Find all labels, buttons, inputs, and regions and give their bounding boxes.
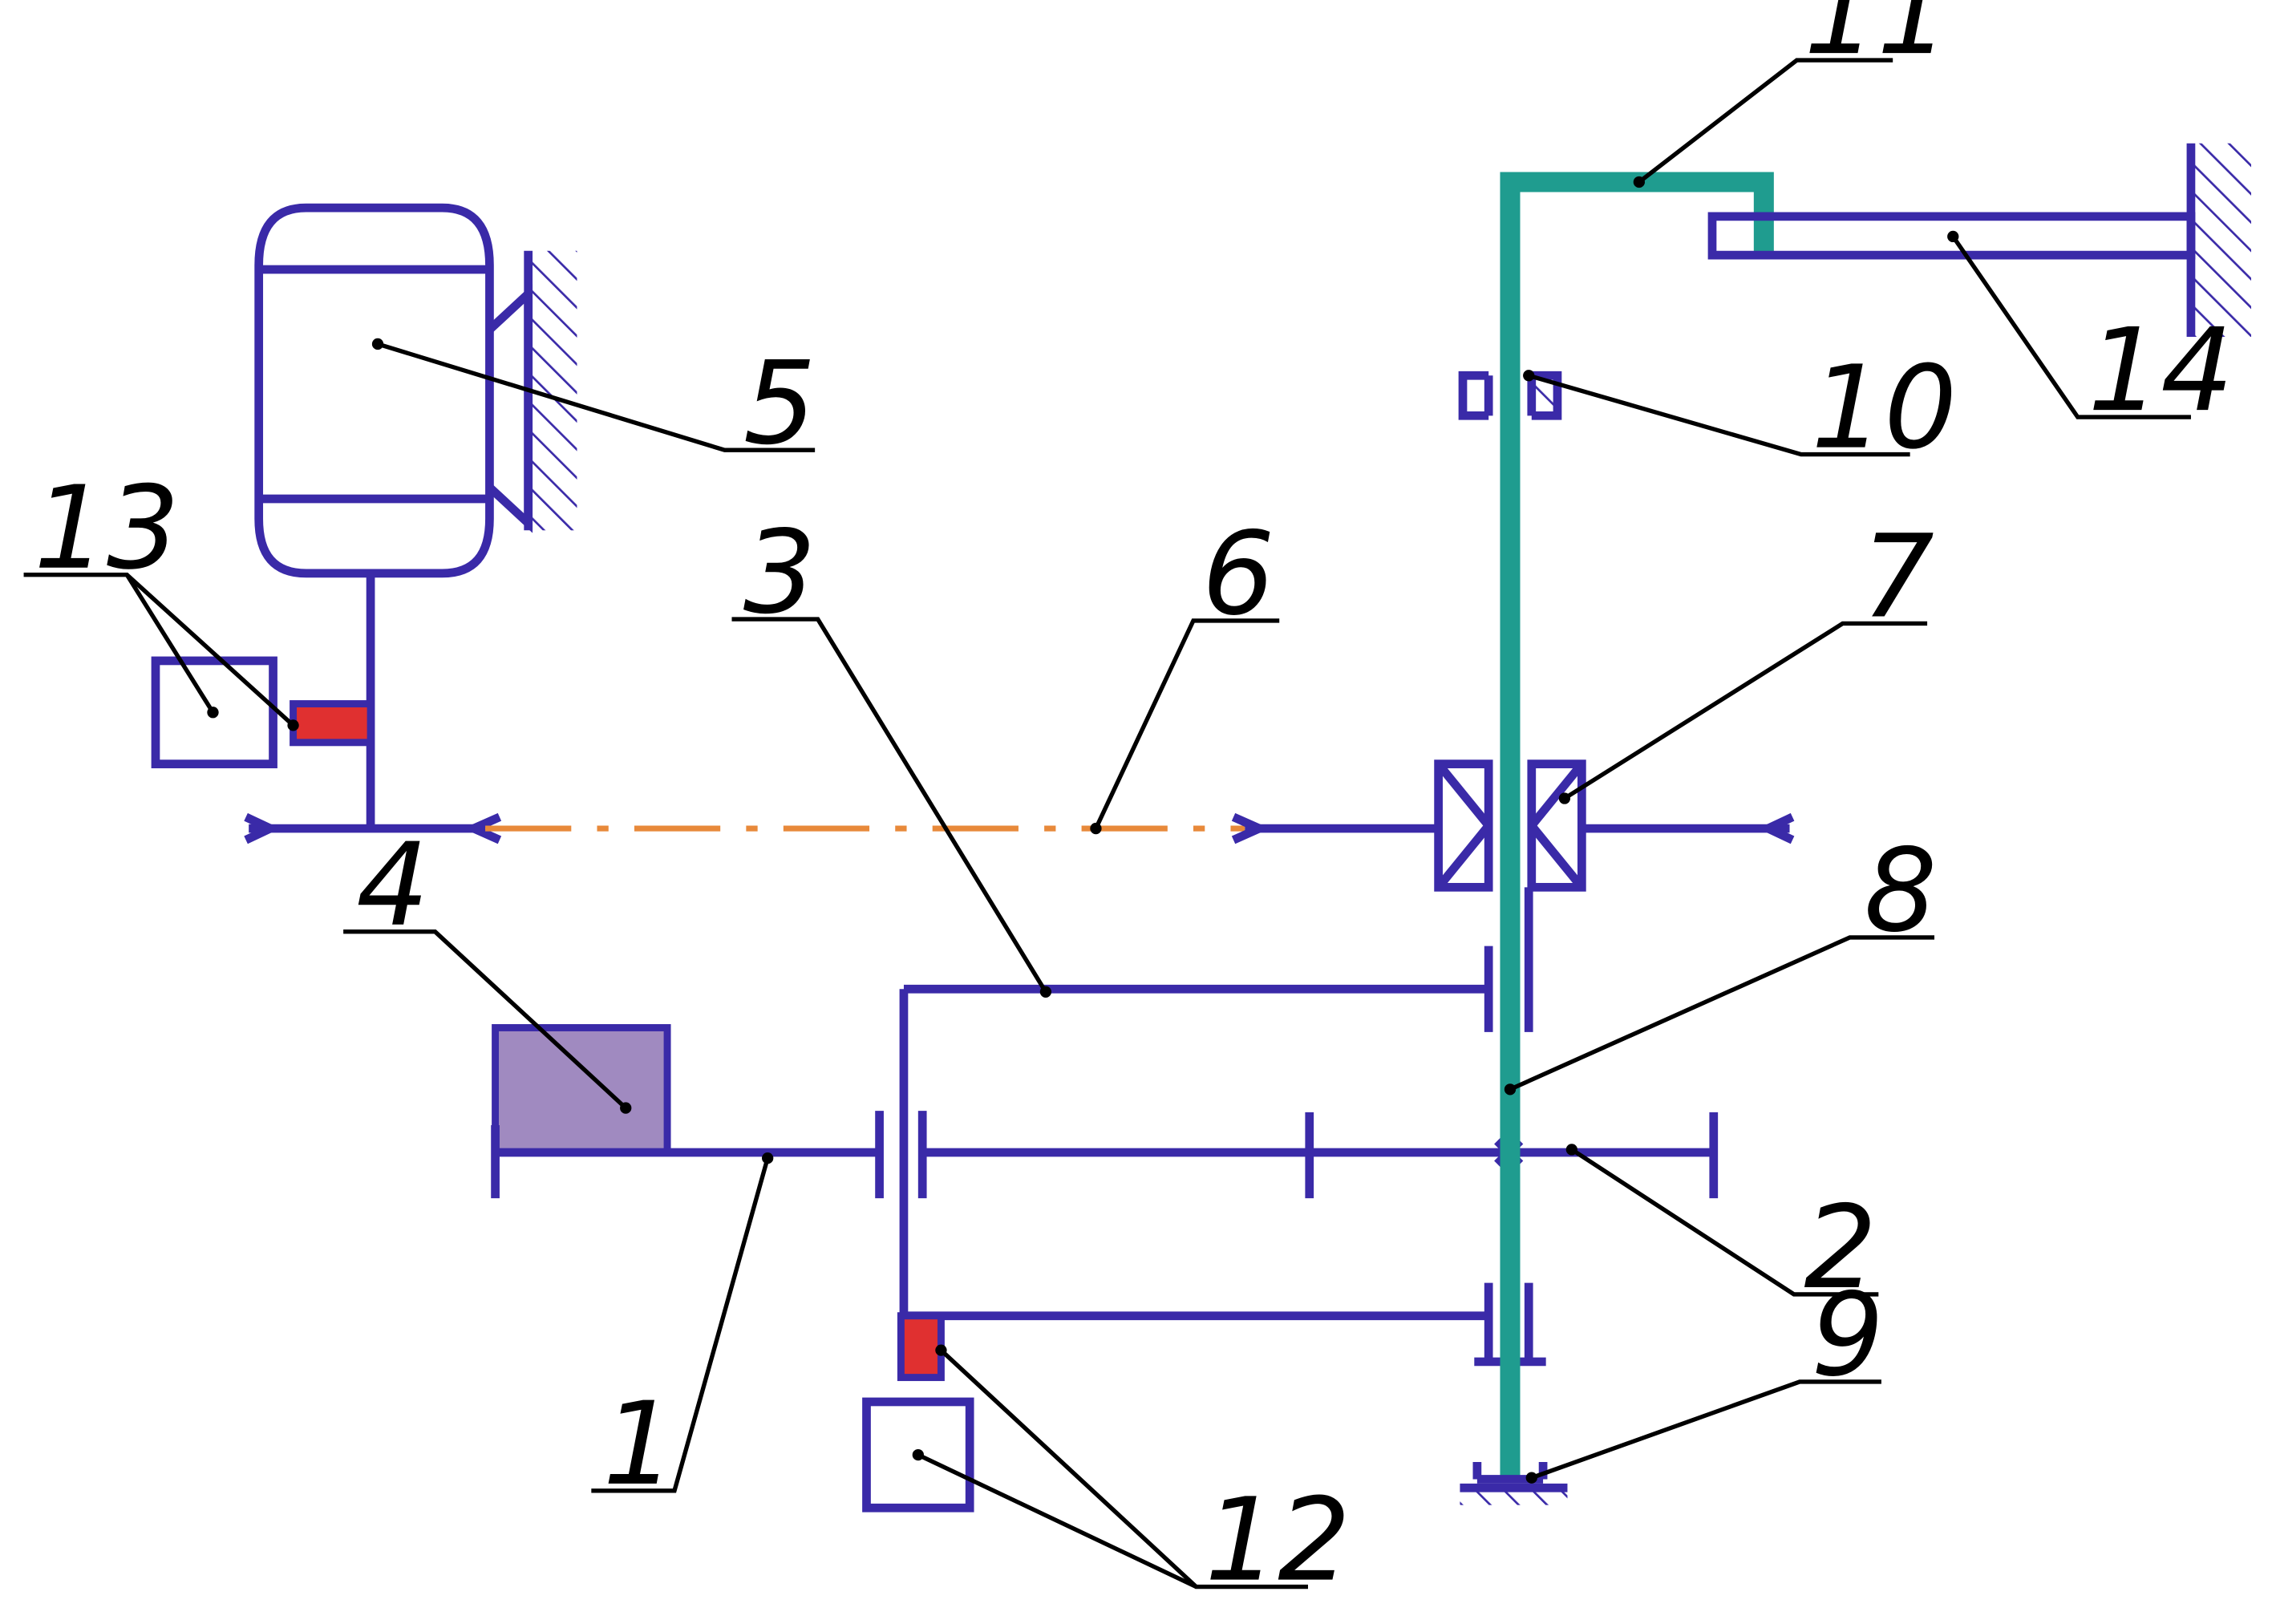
callouts: 1 2 3 4 5 6 7 8 9 10 [23,0,2234,1607]
callout-11: 11 [1804,0,1950,80]
sensor-13 [151,656,375,768]
callout-10: 10 [1811,341,1957,475]
callout-5: 5 [743,336,816,470]
callout-3: 3 [743,505,816,639]
weight-4 [492,1024,671,1156]
clutch-7 [1434,759,1586,892]
callout-4: 4 [356,818,429,952]
callout-7: 7 [1861,510,1934,644]
beam-14 [1707,143,2252,338]
callout-14: 14 [2088,303,2234,437]
callout-2: 2 [1804,1181,1877,1314]
shaft-1 [491,1111,884,1199]
callout-6: 6 [1202,507,1275,641]
lever-3 [899,887,1546,1367]
callout-9: 9 [1811,1268,1884,1402]
upper-shaft-6 [244,812,1795,844]
callout-13: 13 [34,461,180,595]
callout-12: 12 [1205,1473,1351,1607]
callout-1: 1 [603,1377,676,1511]
callout-8: 8 [1864,824,1937,958]
shaft-2 [917,1111,1719,1199]
sensor-12 [862,1312,974,1513]
